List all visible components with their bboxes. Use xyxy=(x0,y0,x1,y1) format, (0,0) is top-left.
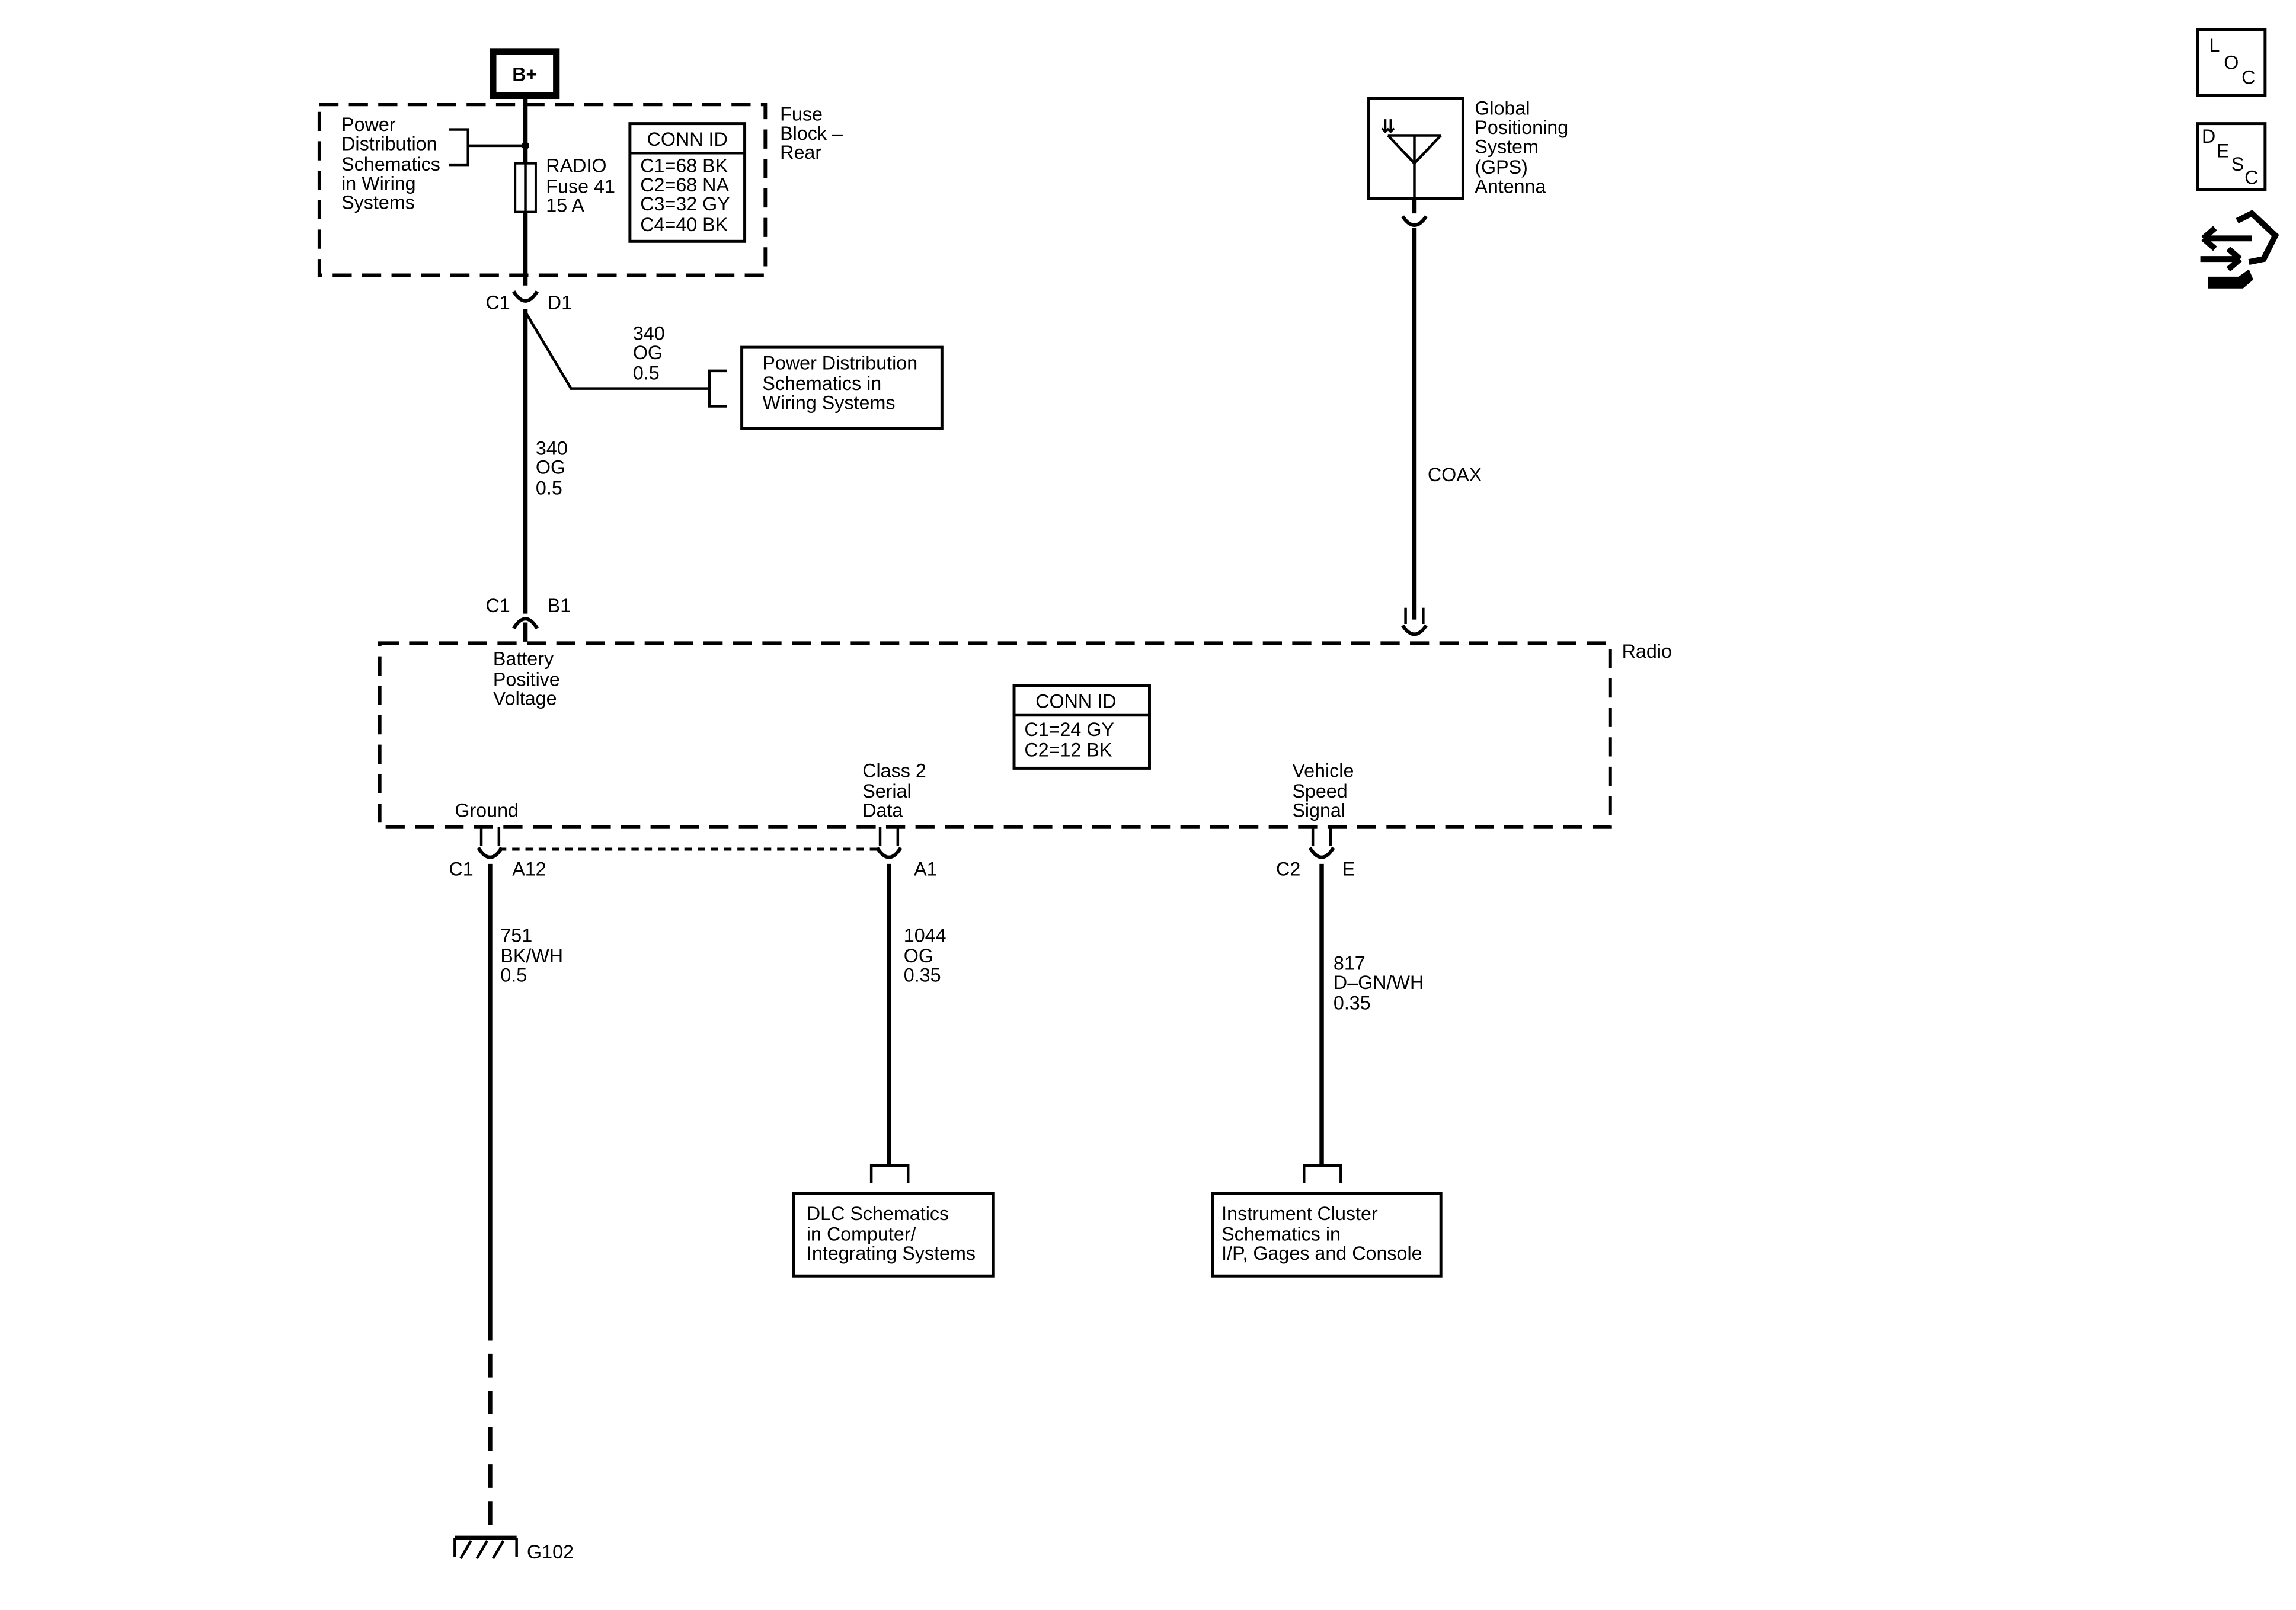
svg-text:Instrument Cluster Schem: Instrument Cluster Schematics in I/P, Ga… xyxy=(1221,1203,1422,1264)
class2-wire-label: 1044 OG 0.35 xyxy=(904,924,952,985)
vss-wire-label: 817 D–GN/WH 0.35 xyxy=(1334,953,1429,1014)
connector-pin: B1 xyxy=(548,595,571,616)
connector-pin: D1 xyxy=(548,292,572,313)
radio-label: Radio xyxy=(1622,641,1672,662)
svg-text:D: D xyxy=(2202,126,2215,147)
connector-pin: A1 xyxy=(914,859,937,880)
power-distribution-reference: Power Distribution Schematics in Wiring … xyxy=(341,114,446,213)
connector-id: C1 xyxy=(486,595,510,616)
instrument-cluster-schematics-box[interactable]: Instrument Cluster Schematics in I/P, Ga… xyxy=(1211,1192,1443,1278)
battery-positive-block: B+ xyxy=(490,48,560,100)
conn-id-title: CONN ID xyxy=(1035,691,1116,712)
fuse-label: RADIO Fuse 41 15 A xyxy=(546,155,621,216)
power-distribution-box[interactable]: Power Distribution Schematics in Wiring … xyxy=(740,345,944,430)
branch-wire-label: 340 OG 0.5 xyxy=(633,323,670,384)
connector-id: C2 xyxy=(1276,859,1300,880)
conn-id-row: C3=32 GY xyxy=(640,193,730,215)
dlc-schematics-box[interactable]: DLC Schematics in Computer/ Integrating … xyxy=(792,1192,995,1278)
ground-label: Ground xyxy=(455,799,519,821)
class2-serial-data-label: Class 2 Serial Data xyxy=(862,760,932,821)
fuse-block-name: Fuse Block – Rear xyxy=(780,104,848,164)
coax-label: COAX xyxy=(1428,464,1482,485)
svg-text:E: E xyxy=(2217,140,2230,162)
radio-fuse-41[interactable] xyxy=(514,162,537,213)
ground-wire-label: 751 BK/WH 0.5 xyxy=(500,924,568,985)
ground-g102-icon[interactable] xyxy=(453,1535,518,1560)
conn-id-row: C1=68 BK xyxy=(640,155,728,177)
svg-text:O: O xyxy=(2224,52,2239,73)
connector-c1-a12[interactable]: C1 A12 xyxy=(449,827,546,880)
vehicle-speed-signal-label: Vehicle Speed Signal xyxy=(1292,760,1359,821)
svg-text:Power Distribution Schem: Power Distribution Schematics in Wiring … xyxy=(762,352,923,413)
radio-conn-id-table: CONN ID C1=24 GY C2=12 BK xyxy=(1012,684,1151,770)
svg-text:L: L xyxy=(2209,34,2220,56)
fuse-block-rear: Fuse Block – Rear Power Distribution Sch… xyxy=(317,103,848,277)
battery-positive-voltage-label: Battery Positive Voltage xyxy=(493,648,565,709)
svg-text:S: S xyxy=(2231,153,2244,175)
conn-id-row: C1=24 GY xyxy=(1024,719,1114,740)
wire-340-og-branch[interactable] xyxy=(524,311,709,390)
desc-icon[interactable]: D E S C xyxy=(2196,122,2267,191)
conn-id-row: C2=12 BK xyxy=(1024,740,1112,761)
connector-c1-d1[interactable]: C1 D1 xyxy=(486,290,573,313)
repair-arrows-icon[interactable] xyxy=(2200,210,2279,289)
svg-text:DLC Schematics in Comput: DLC Schematics in Computer/ Integrating … xyxy=(807,1203,976,1264)
connector-c1-b1[interactable]: C1 B1 xyxy=(486,595,571,642)
gps-antenna-label: Global Positioning System (GPS) Antenna xyxy=(1475,98,1574,197)
svg-text:C: C xyxy=(2241,67,2255,88)
main-feed-wire-label: 340 OG 0.5 xyxy=(536,437,573,498)
conn-id-row: C2=68 NA xyxy=(640,174,729,196)
fuse-block-conn-id-table: CONN ID C1=68 BK C2=68 NA C3=32 GY C4=40… xyxy=(628,122,747,243)
conn-id-title: CONN ID xyxy=(647,129,728,150)
connector-id: C1 xyxy=(486,292,510,313)
connector-a1[interactable]: A1 xyxy=(875,827,938,880)
gps-antenna[interactable]: ⇊ xyxy=(1367,97,1464,200)
connector-id: C1 xyxy=(449,859,473,880)
connector-pin: E xyxy=(1342,859,1355,880)
svg-text:C: C xyxy=(2244,167,2258,188)
signal-icon: ⇊ xyxy=(1380,117,1395,137)
battery-label: B+ xyxy=(512,64,537,85)
connector-pin: A12 xyxy=(512,859,546,880)
conn-id-row: C4=40 BK xyxy=(640,214,728,235)
ground-point-label: G102 xyxy=(527,1541,574,1563)
loc-icon[interactable]: L O C xyxy=(2196,28,2267,97)
connector-c2-e[interactable]: C2 E xyxy=(1276,827,1355,880)
